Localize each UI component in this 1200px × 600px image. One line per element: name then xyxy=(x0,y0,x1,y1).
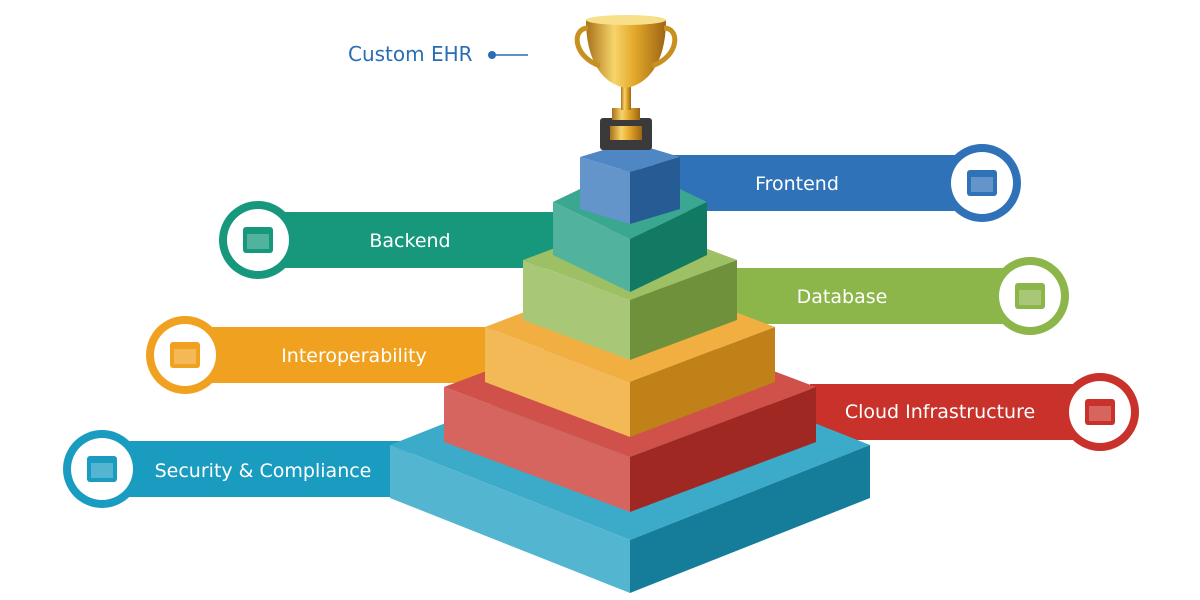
custom-ehr-callout: Custom EHR xyxy=(348,42,528,66)
trophy-icon xyxy=(574,15,678,150)
shield-lock-icon xyxy=(87,456,117,482)
layer-label: Database xyxy=(797,286,888,308)
layer-label: Interoperability xyxy=(281,345,427,367)
network-people-icon xyxy=(170,342,200,368)
custom-ehr-label: Custom EHR xyxy=(348,42,473,66)
banner-backend: Backend xyxy=(219,201,560,279)
layer-label: Backend xyxy=(369,230,450,252)
banner-cloud-infrastructure: Cloud Infrastructure xyxy=(810,373,1139,451)
layer-label: Cloud Infrastructure xyxy=(845,401,1035,423)
database-gear-icon xyxy=(1015,283,1045,309)
pyramid-layer-1 xyxy=(580,142,680,224)
banner-database: Database xyxy=(730,257,1069,335)
banner-frontend: Frontend xyxy=(655,144,1021,222)
layer-label: Frontend xyxy=(755,173,839,195)
banner-security-compliance: Security & Compliance xyxy=(63,430,410,508)
code-gear-icon xyxy=(243,227,273,253)
layer-label: Security & Compliance xyxy=(155,460,372,482)
banner-interoperability: Interoperability xyxy=(146,316,495,394)
cloud-network-icon xyxy=(1085,399,1115,425)
ux-window-icon xyxy=(967,170,997,196)
